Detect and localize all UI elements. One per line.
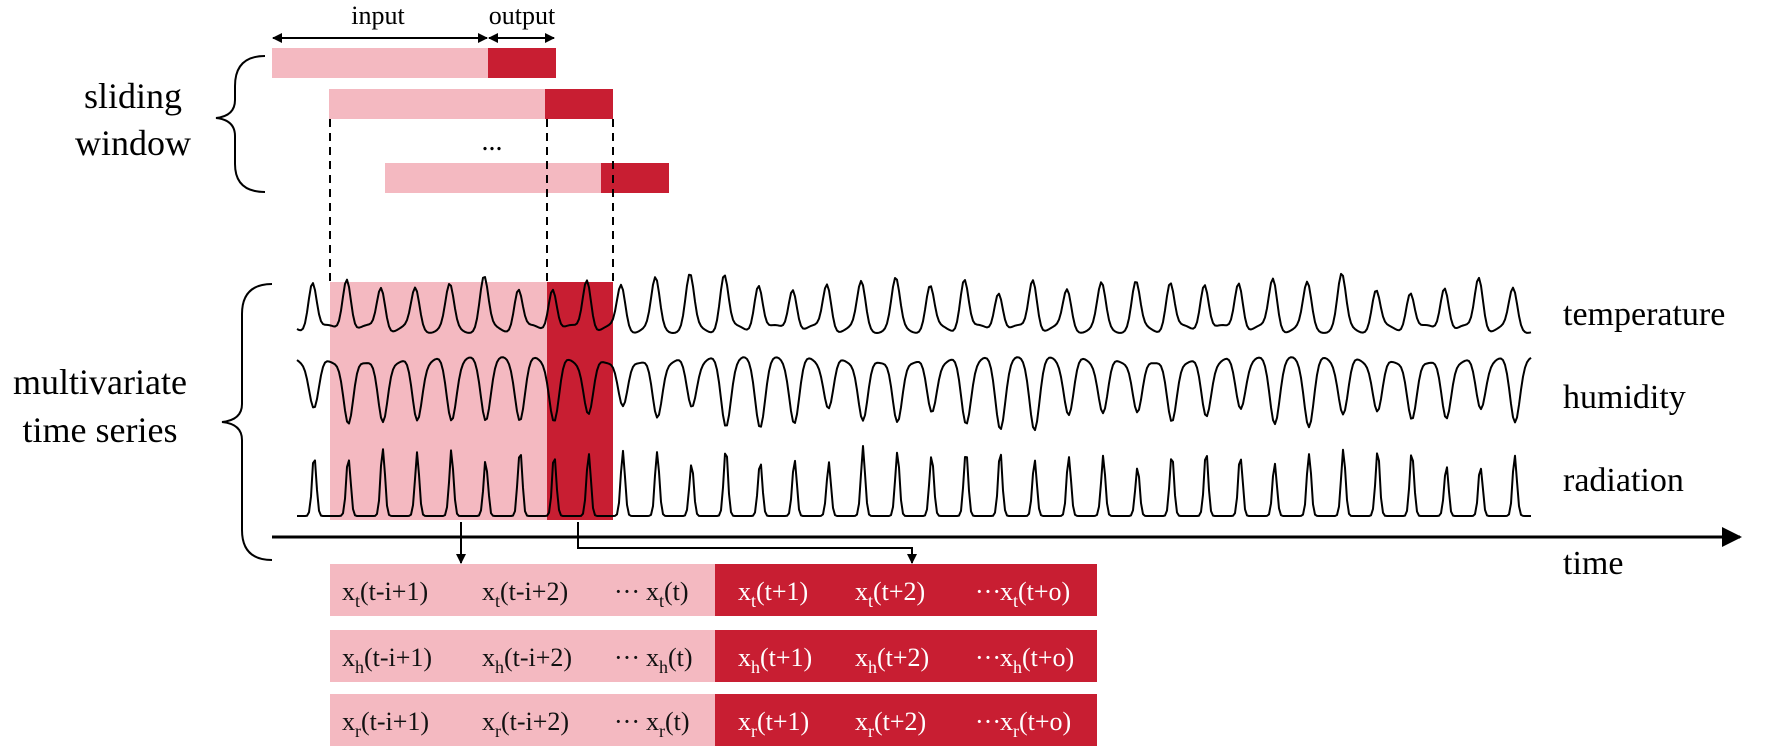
matrix-output-temperature-cell: xt(t+1) xyxy=(738,577,808,611)
matrix-input-radiation-cell: xr(t-i+2) xyxy=(482,707,569,741)
mapping-arrows xyxy=(456,522,917,564)
window-1-output xyxy=(488,48,556,78)
temperature-signal xyxy=(296,272,1532,334)
projection-lines xyxy=(329,119,614,282)
multivariate-brace xyxy=(221,283,273,561)
matrix-input-row-humidity xyxy=(330,630,715,682)
sliding-window-label-line1: sliding xyxy=(84,76,182,116)
sliding-window-label-line2: window xyxy=(75,123,191,163)
window-3-output xyxy=(601,163,669,193)
signals xyxy=(296,272,1532,517)
matrix-output-row-humidity xyxy=(715,630,1097,682)
multivariate-label-line1: multivariate xyxy=(13,362,187,402)
sliding-window-brace xyxy=(215,55,266,193)
windows-ellipsis: ... xyxy=(482,126,503,157)
matrix-input-temperature-cell: xt(t-i+2) xyxy=(482,577,568,611)
matrix-output-radiation-ellipsis: ··· xyxy=(975,707,1001,736)
matrix-input-humidity-cell: xh(t-i+1) xyxy=(342,643,432,677)
series-input-region xyxy=(330,282,547,520)
matrix-input-radiation-cell: xr(t) xyxy=(646,707,690,741)
multivariate-label-line2: time series xyxy=(23,410,178,450)
window-1-input xyxy=(272,48,488,78)
matrix-output-humidity-cell: xh(t+2) xyxy=(855,643,929,677)
output-label: output xyxy=(489,1,556,30)
input-label: input xyxy=(351,1,405,30)
matrix-output-humidity-cell: xh(t+1) xyxy=(738,643,812,677)
matrix-input-humidity-ellipsis: ··· xyxy=(614,643,640,672)
matrix-input-radiation-ellipsis: ··· xyxy=(614,707,640,736)
matrix-input-radiation-cell: xr(t-i+1) xyxy=(342,707,429,741)
series-label-temperature: temperature xyxy=(1563,296,1725,333)
matrix-input-temperature-cell: xt(t-i+1) xyxy=(342,577,428,611)
sliding-windows xyxy=(272,48,669,193)
matrix-output-row-temperature xyxy=(715,564,1097,616)
matrix-output-radiation-cell: xr(t+o) xyxy=(1000,707,1071,741)
series-label-humidity: humidity xyxy=(1563,379,1686,416)
matrix-output-humidity-cell: xh(t+o) xyxy=(1000,643,1074,677)
window-2-input xyxy=(329,89,545,119)
data-matrix: xt(t-i+1)xt(t-i+2)···xt(t)xh(t-i+1)xh(t-… xyxy=(330,564,1097,746)
window-3-input xyxy=(385,163,601,193)
matrix-input-humidity-cell: xh(t) xyxy=(646,643,693,677)
matrix-output-radiation-cell: xr(t+2) xyxy=(855,707,926,741)
matrix-input-row-radiation xyxy=(330,694,715,746)
matrix-input-temperature-ellipsis: ··· xyxy=(614,577,640,606)
matrix-output-temperature-cell: xt(t+o) xyxy=(1000,577,1070,611)
matrix-output-temperature-cell: xt(t+2) xyxy=(855,577,925,611)
matrix-input-humidity-cell: xh(t-i+2) xyxy=(482,643,572,677)
series-label-radiation: radiation xyxy=(1563,462,1684,499)
time-label: time xyxy=(1563,545,1623,582)
matrix-output-radiation-cell: xr(t+1) xyxy=(738,707,809,741)
matrix-output-humidity-ellipsis: ··· xyxy=(975,643,1001,672)
matrix-output-row-radiation xyxy=(715,694,1097,746)
matrix-input-row-temperature xyxy=(330,564,715,616)
humidity-signal xyxy=(296,356,1532,432)
radiation-signal xyxy=(297,445,1531,517)
window-2-output xyxy=(545,89,613,119)
matrix-output-temperature-ellipsis: ··· xyxy=(975,577,1001,606)
matrix-input-temperature-cell: xt(t) xyxy=(646,577,689,611)
